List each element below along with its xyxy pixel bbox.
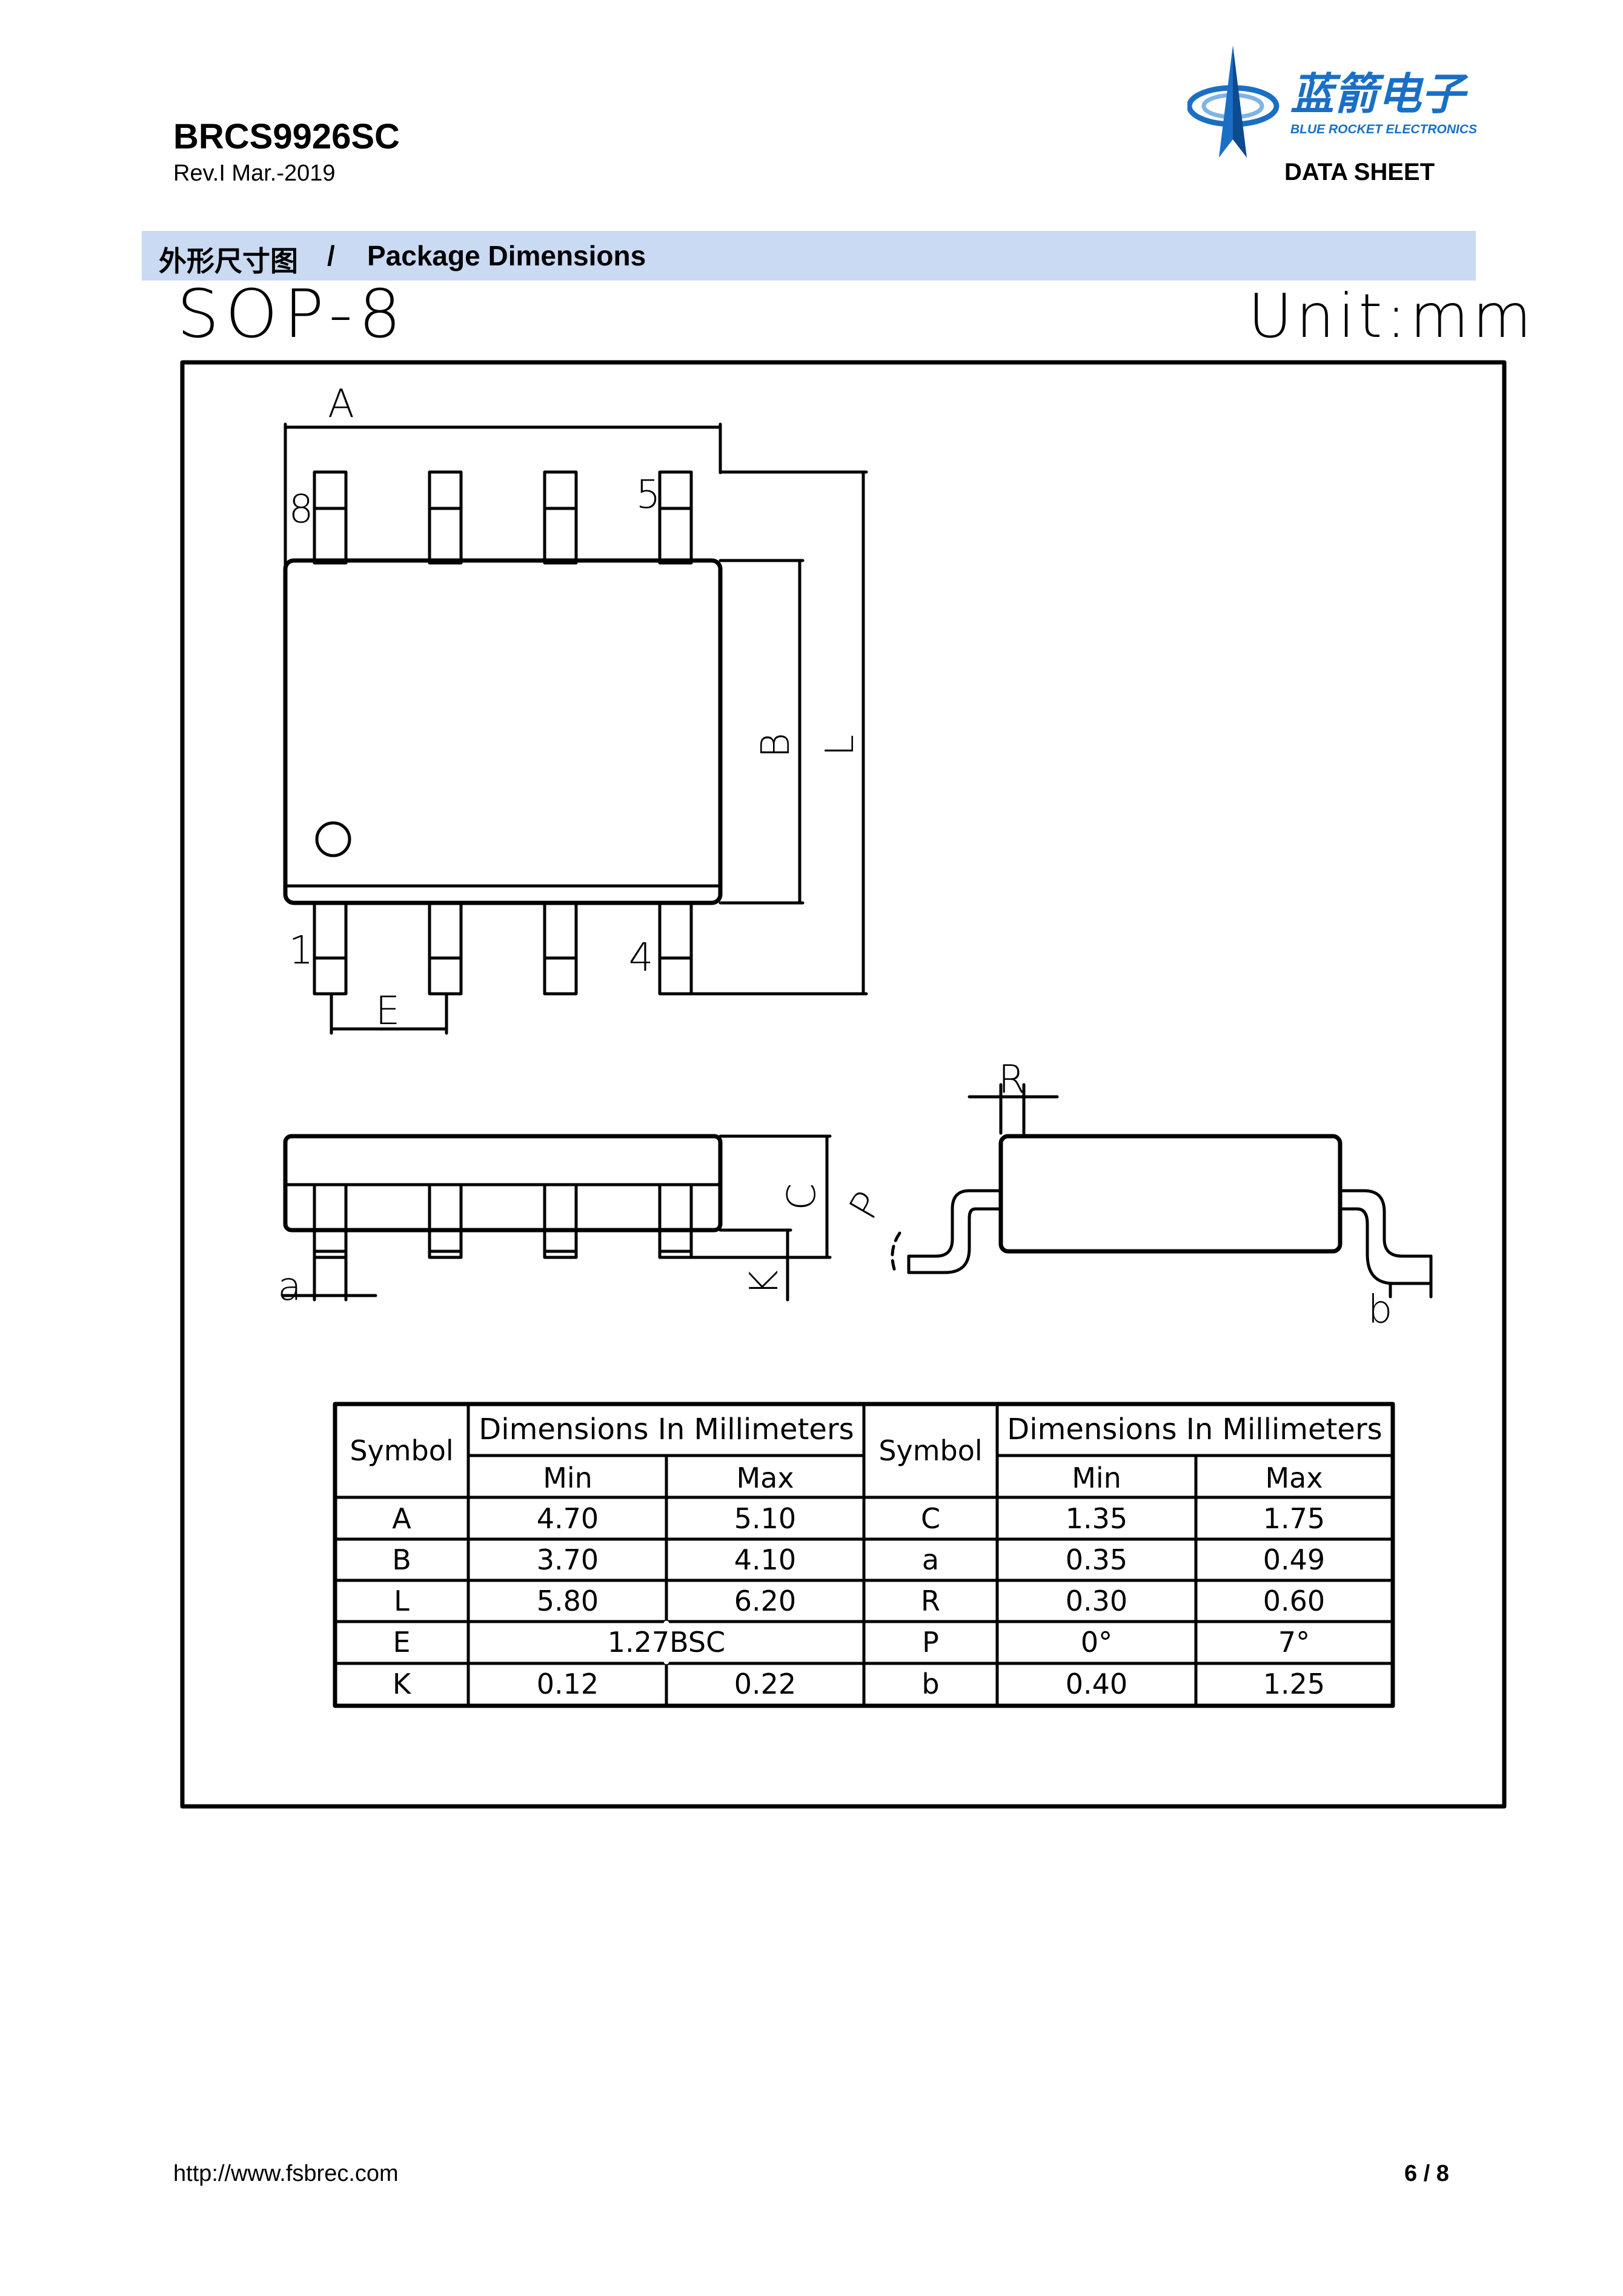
page-number: 6 / 8 <box>1404 2161 1449 2186</box>
table-row-K-min: 0.12 <box>537 1668 599 1700</box>
pin-label-1: 1 <box>289 928 314 973</box>
part-number: BRCS9926SC <box>173 117 400 156</box>
revision: Rev.I Mar.-2019 <box>173 161 336 186</box>
doc-type: DATA SHEET <box>1284 159 1435 185</box>
table-header-max-right: Max <box>1265 1462 1323 1494</box>
top-view <box>283 422 868 1035</box>
table-row-a-symbol: a <box>922 1543 939 1576</box>
table-row-C-max: 1.75 <box>1263 1502 1325 1535</box>
table-row-b-min: 0.40 <box>1066 1668 1127 1700</box>
table-row-B-symbol: B <box>392 1543 411 1576</box>
dimensions-table: Symbol Dimensions In Millimeters Min Max… <box>333 1402 1395 1708</box>
company-logo: 蓝箭电子 BLUE ROCKET ELECTRONICS <box>1187 45 1477 158</box>
dim-label-L: L <box>818 734 863 756</box>
dim-label-R: R <box>998 1057 1025 1102</box>
dim-label-P: P <box>841 1184 891 1226</box>
side-view-front <box>280 1134 832 1302</box>
table-header-max-left: Max <box>736 1462 794 1494</box>
table-row-E-symbol: E <box>393 1626 410 1659</box>
pin-label-8: 8 <box>289 487 314 532</box>
pin-label-5: 5 <box>636 473 661 517</box>
dim-label-b: b <box>1368 1288 1393 1333</box>
package-name: SOP-8 <box>177 279 407 353</box>
table-row-L-symbol: L <box>394 1585 410 1617</box>
dim-label-a: a <box>277 1265 301 1309</box>
table-row-P-symbol: P <box>922 1626 939 1659</box>
footer-url[interactable]: http://www.fsbrec.com <box>173 2161 399 2186</box>
table-row-R-min: 0.30 <box>1066 1585 1127 1617</box>
table-header-symbol-left: Symbol <box>350 1434 453 1467</box>
table-row-L-max: 6.20 <box>734 1585 796 1617</box>
table-row-K-max: 0.22 <box>734 1668 796 1700</box>
table-header-min-right: Min <box>1072 1462 1121 1494</box>
table-header-min-left: Min <box>543 1462 592 1494</box>
section-title-en: Package Dimensions <box>367 240 646 271</box>
table-row-R-max: 0.60 <box>1263 1585 1325 1617</box>
package-body-top <box>283 558 723 905</box>
table-row-P-min: 0° <box>1081 1626 1112 1659</box>
unit-label: Unit:mm <box>1248 281 1535 351</box>
table-row-a-min: 0.35 <box>1066 1543 1127 1576</box>
dim-label-K: K <box>742 1270 787 1296</box>
section-banner: 外形尺寸图 / Package Dimensions <box>142 231 1476 281</box>
rocket-icon <box>1187 45 1279 158</box>
dim-label-B: B <box>754 733 798 758</box>
table-row-R-symbol: R <box>921 1585 940 1617</box>
table-header-symbol-right: Symbol <box>878 1434 982 1467</box>
table-row-a-max: 0.49 <box>1263 1543 1325 1576</box>
table-row-E-value: 1.27BSC <box>608 1626 726 1659</box>
table-header-dims-left: Dimensions In Millimeters <box>479 1413 854 1446</box>
table-row-K-symbol: K <box>393 1668 412 1700</box>
dim-label-E: E <box>376 989 400 1034</box>
table-row-b-max: 1.25 <box>1263 1668 1325 1700</box>
table-row-A-symbol: A <box>392 1502 411 1535</box>
table-row-C-min: 1.35 <box>1066 1502 1127 1535</box>
dim-label-A: A <box>328 382 354 427</box>
section-separator: / <box>327 240 335 271</box>
package-drawing: SOP-8 Unit:mm A 8 <box>177 279 1535 1809</box>
table-row-L-min: 5.80 <box>537 1585 599 1617</box>
dim-label-C: C <box>780 1183 825 1211</box>
table-row-C-symbol: C <box>921 1502 940 1535</box>
logo-english-name: BLUE ROCKET ELECTRONICS <box>1290 122 1477 136</box>
table-header-dims-right: Dimensions In Millimeters <box>1007 1413 1382 1446</box>
table-row-P-max: 7° <box>1278 1626 1310 1659</box>
table-row-B-max: 4.10 <box>734 1543 796 1576</box>
table-row-A-min: 4.70 <box>537 1502 599 1535</box>
table-row-b-symbol: b <box>921 1668 939 1700</box>
logo-chinese-name: 蓝箭电子 <box>1290 68 1469 119</box>
side-view-lead <box>891 1083 1433 1299</box>
section-title-cn: 外形尺寸图 <box>159 245 298 277</box>
table-row-B-min: 3.70 <box>537 1543 599 1576</box>
table-row-A-max: 5.10 <box>734 1502 796 1535</box>
pin-label-4: 4 <box>629 936 654 980</box>
pin1-marker <box>315 821 351 857</box>
drawing-frame <box>180 360 1507 1809</box>
